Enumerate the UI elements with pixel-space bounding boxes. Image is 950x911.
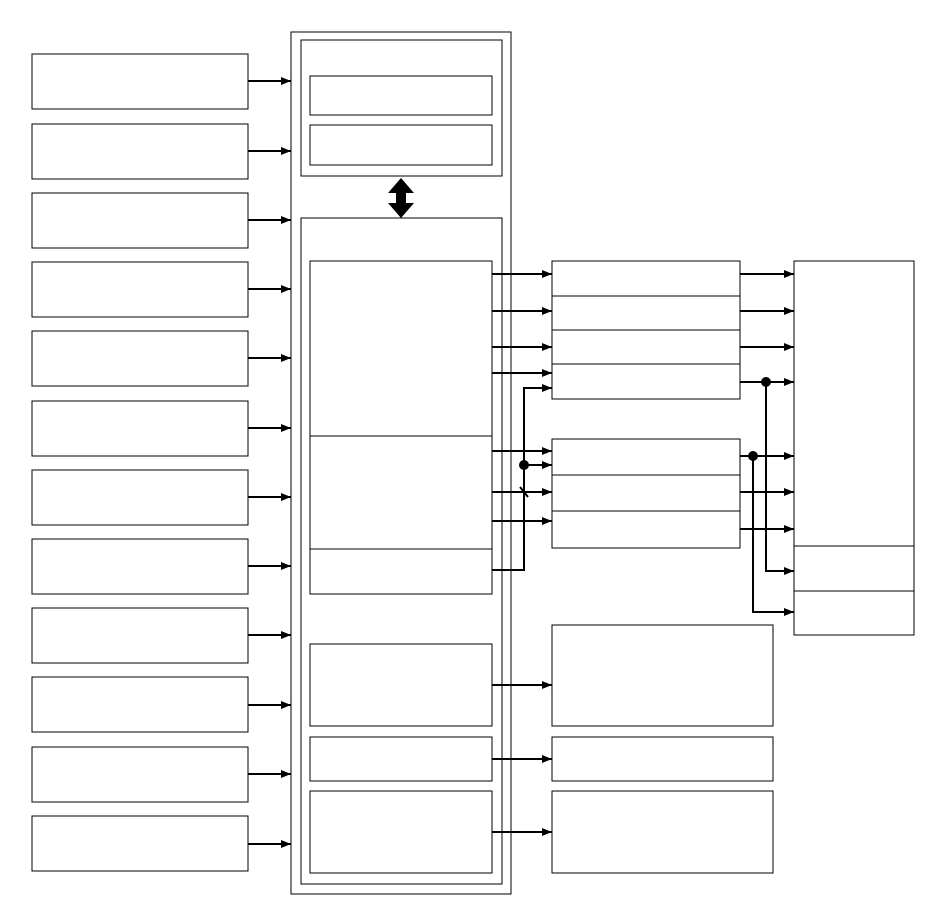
lower-block <box>309 736 493 782</box>
input-block <box>31 261 249 318</box>
channel-to-driver-b-arrows <box>492 447 552 525</box>
driver-b-to-output-arrows <box>740 377 794 616</box>
input-block <box>31 123 249 180</box>
peripheral-block <box>551 790 774 874</box>
bus-wire <box>492 384 552 571</box>
input-block <box>31 400 249 457</box>
output-block <box>793 260 915 636</box>
channel-block <box>309 260 493 595</box>
driver-group-a <box>551 260 741 400</box>
lower-block <box>309 790 493 874</box>
input-block <box>31 538 249 595</box>
bus-wire <box>752 456 794 616</box>
bus-wire <box>765 382 794 575</box>
bus-routing-left <box>492 384 552 571</box>
peripheral-block <box>551 736 774 782</box>
input-block <box>31 192 249 249</box>
input-blocks <box>31 53 249 872</box>
crossover-gap <box>519 486 529 498</box>
top-sub-block <box>309 75 493 116</box>
junction-node <box>748 451 758 461</box>
input-block <box>31 53 249 110</box>
driver-group-b <box>551 438 741 549</box>
input-block <box>31 676 249 733</box>
channel-to-driver-a-arrows <box>492 270 552 377</box>
input-arrows <box>248 77 291 848</box>
input-block <box>31 469 249 526</box>
main-group <box>300 217 503 885</box>
input-block <box>31 746 249 803</box>
bidirectional-arrow-icon <box>388 178 414 218</box>
junction-node <box>761 377 771 387</box>
driver-a-to-output-arrows <box>740 270 794 386</box>
top-sub-block <box>309 124 493 166</box>
input-block <box>31 815 249 872</box>
input-block <box>31 330 249 387</box>
lower-block <box>309 643 493 727</box>
peripheral-block <box>551 624 774 727</box>
junction-node <box>519 460 529 470</box>
top-group <box>300 39 503 177</box>
input-block <box>31 607 249 664</box>
lower-to-peripheral-arrows <box>492 681 552 836</box>
